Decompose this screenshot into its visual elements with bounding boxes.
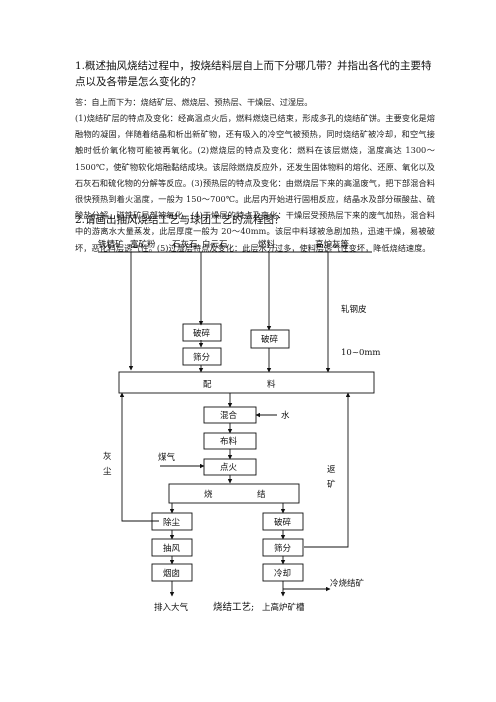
label-fan: 抽风 — [163, 543, 181, 554]
box-batching — [118, 371, 375, 394]
question-2: 2.请画出抽风烧结工艺与球团工艺的流程图？ — [75, 214, 285, 226]
box-cooling — [262, 563, 304, 582]
label-return-2: 矿 — [327, 479, 336, 490]
label-batching-2: 料 — [267, 379, 276, 390]
box-screen-2 — [262, 538, 304, 557]
label-dust-2: 尘 — [103, 466, 112, 477]
box-screen-1 — [182, 347, 222, 366]
label-caption: 烧结工艺; — [213, 601, 254, 613]
label-screen-1: 筛分 — [193, 352, 211, 363]
label-ignition: 点火 — [220, 463, 238, 473]
label-sintering-1: 烧 — [204, 489, 213, 500]
answer-intro: 答：自上而下为：烧结矿层、燃烧层、预热层、干燥层、过湿层。 — [75, 97, 313, 107]
label-crush-2: 破碎 — [261, 334, 279, 345]
box-mixing — [203, 406, 257, 424]
label-crush-3: 破碎 — [274, 517, 292, 528]
label-chimney: 烟囱 — [163, 568, 180, 579]
box-crush-2 — [250, 329, 290, 349]
box-feeding — [203, 432, 257, 450]
input-iron-concentrate: 铁精矿 — [98, 239, 124, 250]
input-dolomite: 白云石 — [202, 239, 228, 250]
label-sintering-2: 结 — [257, 489, 266, 500]
label-feeding: 布料 — [220, 436, 238, 447]
question-1: 1.概述抽风烧结过程中，按烧结料层自上而下分哪几带？并指出各代的主要特点以及各带… — [75, 60, 432, 88]
edge-return-loop — [304, 392, 351, 548]
label-dedust: 除尘 — [163, 517, 181, 528]
label-cold-sinter: 冷烧结矿 — [330, 578, 365, 589]
label-rolled-scale: 轧钢皮 — [341, 304, 367, 315]
box-ignition — [203, 458, 257, 476]
label-screen-2: 筛分 — [274, 543, 292, 554]
edge-dust-loop — [119, 392, 159, 522]
label-furnace: 上高炉矿槽 — [262, 602, 305, 613]
box-fan — [151, 538, 193, 557]
box-crush-1 — [182, 323, 222, 342]
label-atmosphere: 排入大气 — [154, 602, 189, 613]
input-bf-dust: 高炉灰等 — [315, 239, 350, 250]
box-sintering — [168, 483, 300, 504]
box-crush-3 — [262, 512, 304, 531]
box-dedust — [151, 512, 193, 531]
input-rich-ore: 富矿粉 — [130, 239, 156, 250]
label-dust-1: 灰 — [103, 451, 112, 462]
label-cooling: 冷却 — [274, 568, 291, 579]
box-chimney — [151, 563, 193, 582]
label-mixing: 混合 — [220, 410, 238, 421]
label-size-range: 10~0mm — [341, 348, 380, 358]
label-water: 水 — [281, 410, 290, 421]
input-limestone: 石灰石 — [172, 239, 198, 250]
label-crush-1: 破碎 — [193, 328, 211, 339]
answer-body: (1)烧结矿层的特点及变化：经高温点火后，燃料燃烧已结束，形成多孔的烧结矿饼。主… — [75, 113, 435, 253]
label-gas: 煤气 — [158, 452, 176, 463]
label-return-1: 返 — [327, 464, 336, 475]
label-batching-1: 配 — [203, 380, 212, 390]
input-fuel: 燃料 — [258, 239, 276, 250]
